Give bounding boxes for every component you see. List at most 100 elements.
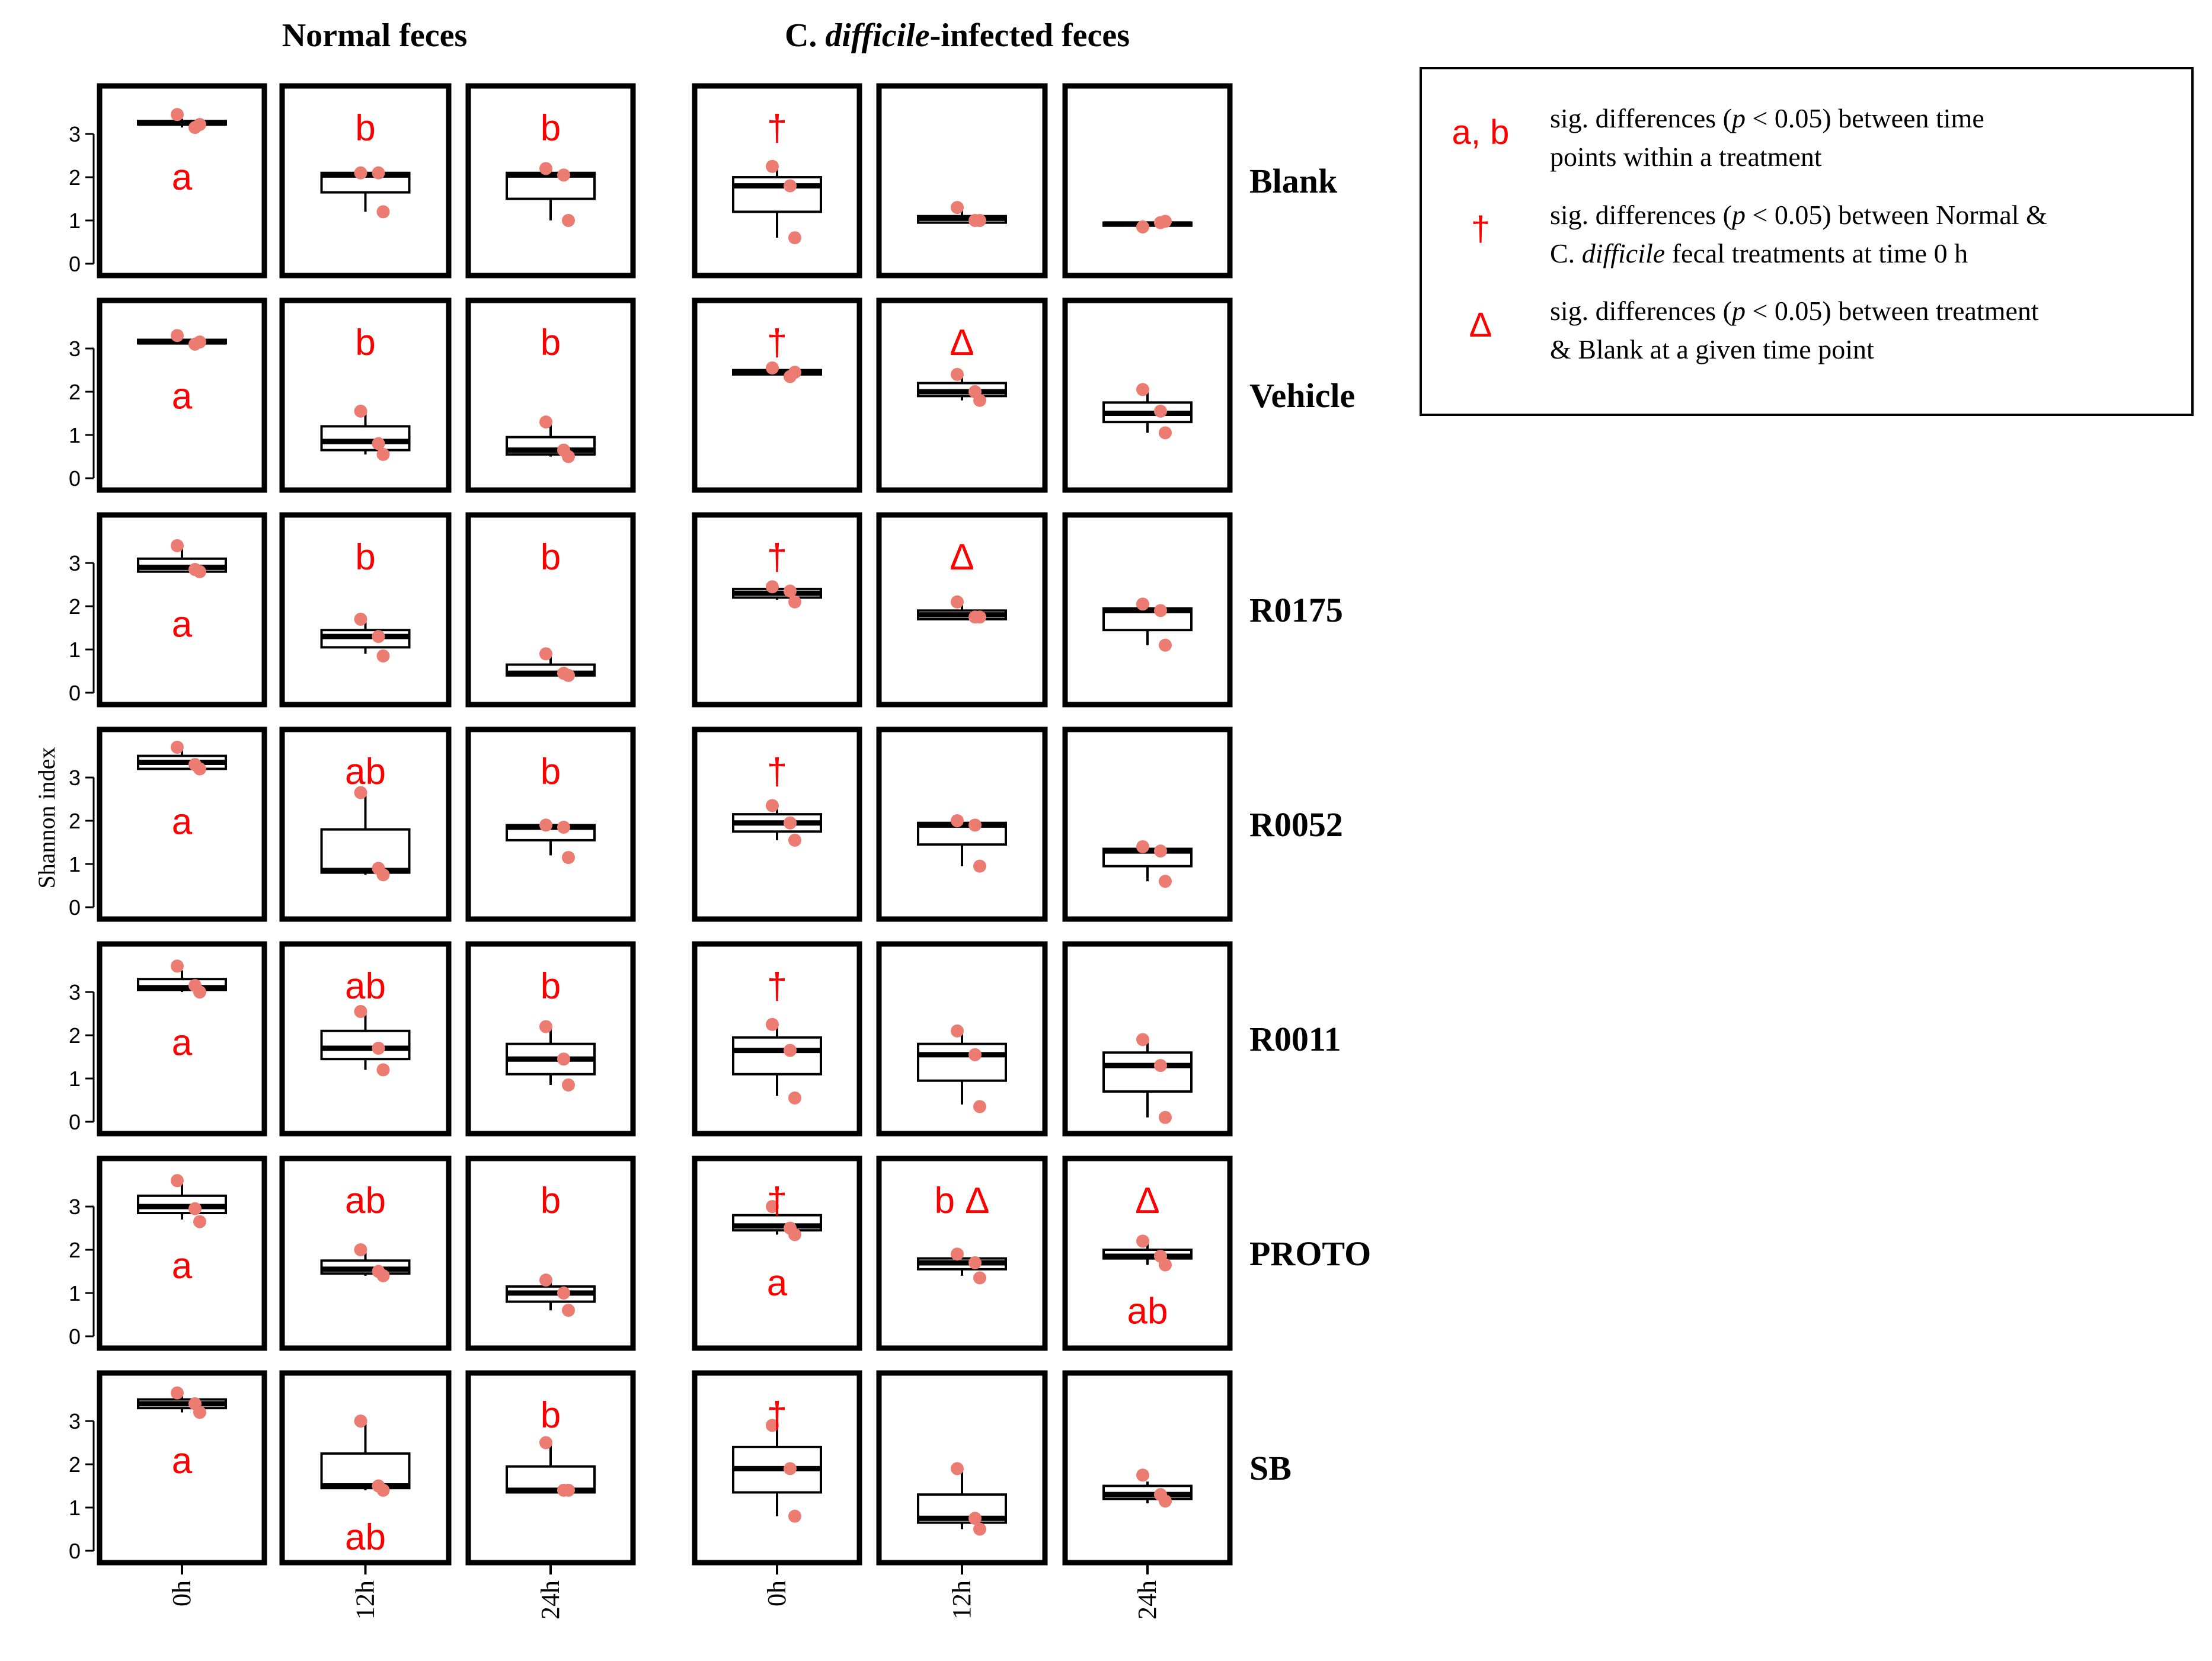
significance-label: † xyxy=(767,751,787,792)
y-tick-label: 3 xyxy=(69,337,81,361)
box xyxy=(1102,1051,1193,1093)
significance-label: b xyxy=(541,966,561,1007)
treatment-label: Vehicle xyxy=(1249,376,1355,415)
box xyxy=(320,425,411,452)
panel-frame xyxy=(1062,727,1233,922)
data-point xyxy=(766,580,779,594)
panel-cdiff-12h xyxy=(876,941,1048,1137)
data-point xyxy=(354,1414,367,1428)
panel-cdiff-0h: † xyxy=(692,83,862,279)
data-point xyxy=(1159,1110,1172,1124)
panel-frame xyxy=(279,512,452,708)
panel-normal-24h: b xyxy=(465,1156,636,1351)
panel-frame xyxy=(692,297,862,493)
data-point xyxy=(1136,383,1149,396)
y-tick-label: 1 xyxy=(69,1496,81,1520)
panel-normal-24h: b xyxy=(465,941,636,1137)
legend-text-line: & Blank at a given time point xyxy=(1550,334,1874,364)
data-point xyxy=(562,1483,575,1497)
treatment-label: SB xyxy=(1249,1449,1292,1487)
data-point xyxy=(193,118,206,132)
data-point xyxy=(354,404,367,418)
panel-normal-12h: ab xyxy=(279,941,452,1137)
box xyxy=(320,1452,411,1490)
data-point xyxy=(372,166,385,180)
x-tick-label: 0h xyxy=(762,1580,791,1606)
data-point xyxy=(973,1522,986,1536)
panel-normal-0h: a xyxy=(97,1370,267,1566)
panel-cdiff-12h: Δ xyxy=(876,297,1048,493)
data-point xyxy=(1159,215,1172,228)
panel-cdiff-12h xyxy=(876,1370,1048,1566)
data-point xyxy=(973,393,986,407)
legend-box xyxy=(1420,67,2194,416)
data-point xyxy=(968,1048,982,1061)
legend-text-segment: < 0.05) between time xyxy=(1746,103,1984,133)
data-point xyxy=(376,447,390,461)
y-tick-label: 2 xyxy=(69,1238,81,1262)
data-point xyxy=(539,1436,552,1449)
data-point xyxy=(539,1273,552,1287)
panel-normal-0h: a xyxy=(97,512,267,708)
box xyxy=(917,1042,1007,1082)
data-point xyxy=(354,1243,367,1257)
data-point xyxy=(372,630,385,644)
group-titles: Normal feces C. difficile-infected feces xyxy=(282,17,1130,54)
data-point xyxy=(562,1304,575,1317)
data-point xyxy=(193,1215,206,1228)
data-point xyxy=(171,1386,184,1400)
panel-normal-12h: b xyxy=(279,83,452,279)
significance-label: b xyxy=(355,108,375,149)
panel-frame xyxy=(465,297,636,493)
data-point xyxy=(376,1483,390,1497)
significance-label: a xyxy=(172,604,193,645)
y-tick-label: 3 xyxy=(69,980,81,1004)
y-tick-label: 2 xyxy=(69,1023,81,1048)
data-point xyxy=(973,1100,986,1113)
significance-label: † xyxy=(767,1180,787,1221)
panel-frame xyxy=(876,83,1048,279)
data-point xyxy=(788,595,801,609)
legend-text-segment: p xyxy=(1730,103,1746,133)
data-point xyxy=(766,1017,779,1031)
legend-symbol: Δ xyxy=(1469,306,1492,344)
y-tick-label: 3 xyxy=(69,551,81,575)
legend-text-segment: & Blank at a given time point xyxy=(1550,334,1874,364)
significance-label: a xyxy=(172,376,193,417)
panel-cdiff-0h: † xyxy=(692,727,862,922)
significance-label: † xyxy=(767,1395,787,1436)
data-point xyxy=(1154,1059,1167,1073)
data-point xyxy=(171,108,184,121)
group-title-normal: Normal feces xyxy=(282,17,468,54)
panel-normal-24h: b xyxy=(465,1370,636,1566)
data-point xyxy=(951,814,964,828)
data-point xyxy=(1136,840,1149,853)
data-point xyxy=(354,166,367,180)
significance-label: b xyxy=(541,1395,561,1436)
group-title-cdiff: C. difficile-infected feces xyxy=(785,17,1130,54)
legend-text-segment: sig. differences ( xyxy=(1550,296,1732,326)
panel-normal-12h: b xyxy=(279,297,452,493)
legend-text-line: points within a treatment xyxy=(1550,142,1822,172)
y-tick-label: 1 xyxy=(69,1067,81,1091)
data-point xyxy=(193,762,206,776)
panel-cdiff-24h xyxy=(1062,941,1233,1137)
box xyxy=(320,828,411,874)
significance-label: † xyxy=(767,966,787,1007)
data-point xyxy=(171,959,184,973)
group-title-cdiff-suffix: -infected feces xyxy=(930,17,1130,54)
significance-label: a xyxy=(172,1441,193,1481)
data-point xyxy=(951,367,964,381)
significance-label: b xyxy=(541,537,561,578)
significance-label: b xyxy=(541,751,561,792)
x-tick-label: 12h xyxy=(351,1580,380,1620)
data-point xyxy=(951,1247,964,1261)
panel-cdiff-24h xyxy=(1062,727,1233,922)
y-tick-label: 0 xyxy=(69,1110,81,1134)
significance-label: a xyxy=(172,1246,193,1286)
data-point xyxy=(1154,844,1167,858)
legend-text-line: sig. differences (p < 0.05) between trea… xyxy=(1550,296,2039,326)
